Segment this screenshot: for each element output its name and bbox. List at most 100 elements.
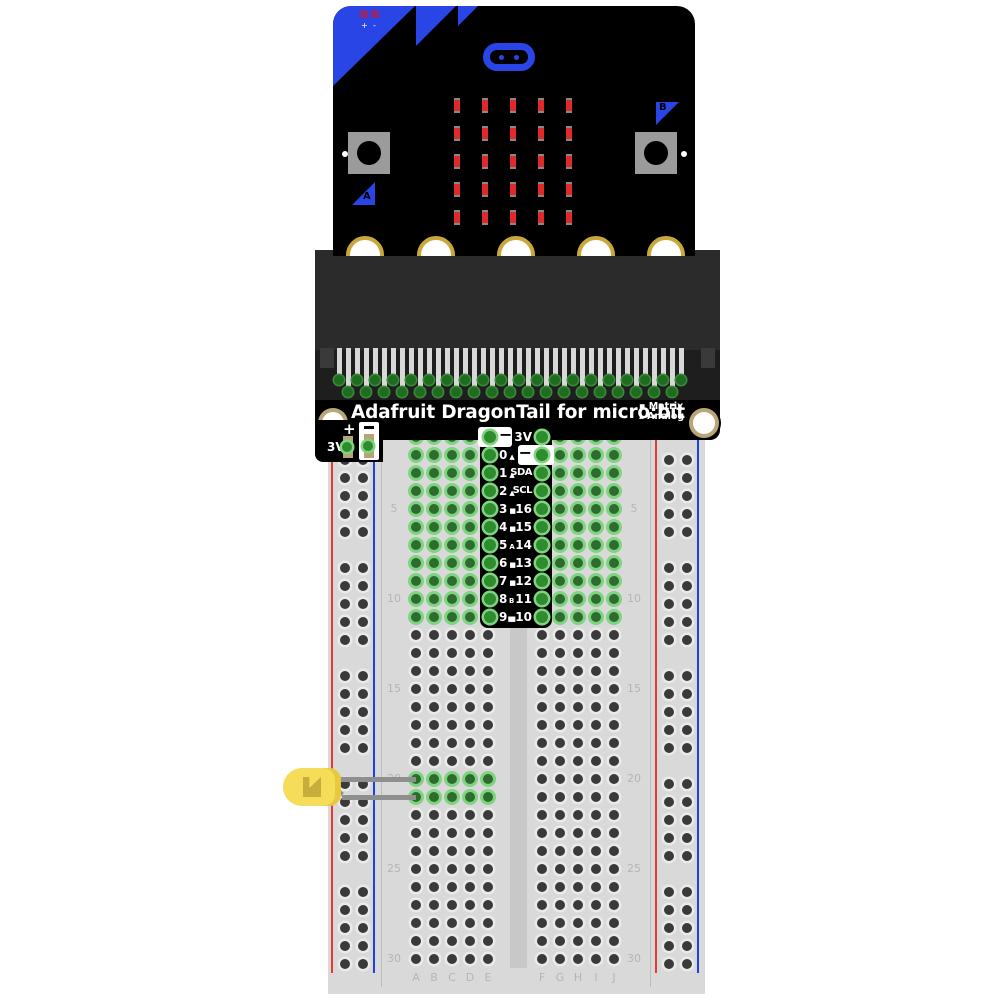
right-rail-hole-pos-2[interactable] [664, 491, 674, 501]
hole-e13[interactable] [483, 648, 493, 658]
left-rail-hole-neg-21[interactable] [358, 905, 368, 915]
left-rail-hole-neg-16[interactable] [358, 797, 368, 807]
edge-pad-0[interactable] [346, 236, 384, 256]
hole-c19[interactable] [447, 756, 457, 766]
hole-g16[interactable] [555, 702, 565, 712]
hole-h18[interactable] [573, 738, 583, 748]
hole-c12[interactable] [447, 630, 457, 640]
hole-h20[interactable] [573, 774, 583, 784]
hole-b25[interactable] [429, 864, 439, 874]
gpio-right-pin-7[interactable] [536, 557, 548, 569]
hole-e14[interactable] [483, 666, 493, 676]
hole-i30[interactable] [591, 954, 601, 964]
gpio-left-pin-6[interactable] [484, 539, 496, 551]
left-rail-hole-pos-24[interactable] [340, 959, 350, 969]
left-rail-hole-neg-10[interactable] [358, 671, 368, 681]
hole-g9[interactable] [555, 576, 565, 586]
hole-f20[interactable] [537, 774, 547, 784]
hole-d23[interactable] [465, 828, 475, 838]
hole-h16[interactable] [573, 702, 583, 712]
hole-i4[interactable] [591, 486, 601, 496]
left-rail-hole-neg-8[interactable] [358, 617, 368, 627]
hole-c15[interactable] [447, 684, 457, 694]
hole-d24[interactable] [465, 846, 475, 856]
hole-g19[interactable] [555, 756, 565, 766]
gpio-left-pin-9[interactable] [484, 593, 496, 605]
hole-j22[interactable] [609, 810, 619, 820]
hole-g6[interactable] [555, 522, 565, 532]
hole-d16[interactable] [465, 702, 475, 712]
hole-g24[interactable] [555, 846, 565, 856]
right-rail-hole-neg-18[interactable] [682, 833, 692, 843]
hole-c5[interactable] [447, 504, 457, 514]
hole-j23[interactable] [609, 828, 619, 838]
hole-g12[interactable] [555, 630, 565, 640]
button-a[interactable] [348, 132, 390, 174]
left-rail-hole-neg-12[interactable] [358, 707, 368, 717]
right-rail-hole-neg-12[interactable] [682, 707, 692, 717]
hole-d2[interactable] [465, 450, 475, 460]
hole-d3[interactable] [465, 468, 475, 478]
edge-pad-1[interactable] [417, 236, 455, 256]
hole-a11[interactable] [411, 612, 421, 622]
hole-g26[interactable] [555, 882, 565, 892]
power-plus-pin[interactable] [342, 436, 353, 458]
left-rail-hole-pos-6[interactable] [340, 581, 350, 591]
left-rail-hole-neg-9[interactable] [358, 635, 368, 645]
left-rail-hole-pos-1[interactable] [340, 473, 350, 483]
hole-j13[interactable] [609, 648, 619, 658]
hole-d7[interactable] [465, 540, 475, 550]
left-rail-hole-neg-4[interactable] [358, 527, 368, 537]
hole-j17[interactable] [609, 720, 619, 730]
hole-e21[interactable] [483, 792, 493, 802]
hole-e12[interactable] [483, 630, 493, 640]
hole-d30[interactable] [465, 954, 475, 964]
left-rail-hole-pos-2[interactable] [340, 491, 350, 501]
right-rail-hole-neg-6[interactable] [682, 581, 692, 591]
hole-i20[interactable] [591, 774, 601, 784]
hole-a6[interactable] [411, 522, 421, 532]
left-rail-hole-pos-10[interactable] [340, 671, 350, 681]
gpio-left-pin-8[interactable] [484, 575, 496, 587]
hole-c8[interactable] [447, 558, 457, 568]
hole-j3[interactable] [609, 468, 619, 478]
hole-i2[interactable] [591, 450, 601, 460]
hole-c23[interactable] [447, 828, 457, 838]
hole-h24[interactable] [573, 846, 583, 856]
left-rail-hole-neg-19[interactable] [358, 851, 368, 861]
left-rail-hole-pos-23[interactable] [340, 941, 350, 951]
hole-d5[interactable] [465, 504, 475, 514]
hole-f13[interactable] [537, 648, 547, 658]
hole-i13[interactable] [591, 648, 601, 658]
hole-f19[interactable] [537, 756, 547, 766]
hole-j24[interactable] [609, 846, 619, 856]
edge-pad-gnd[interactable] [647, 236, 685, 256]
gpio-right-pin-9[interactable] [536, 593, 548, 605]
hole-h10[interactable] [573, 594, 583, 604]
hole-i29[interactable] [591, 936, 601, 946]
gpio-right-pin-3[interactable] [536, 485, 548, 497]
hole-h5[interactable] [573, 504, 583, 514]
hole-c25[interactable] [447, 864, 457, 874]
hole-b4[interactable] [429, 486, 439, 496]
right-rail-hole-pos-16[interactable] [664, 797, 674, 807]
hole-f26[interactable] [537, 882, 547, 892]
hole-d13[interactable] [465, 648, 475, 658]
edge-pad-2[interactable] [497, 236, 535, 256]
right-rail-hole-pos-15[interactable] [664, 779, 674, 789]
left-rail-hole-neg-24[interactable] [358, 959, 368, 969]
hole-g22[interactable] [555, 810, 565, 820]
left-rail-hole-pos-7[interactable] [340, 599, 350, 609]
right-rail-hole-neg-3[interactable] [682, 509, 692, 519]
hole-i28[interactable] [591, 918, 601, 928]
hole-g5[interactable] [555, 504, 565, 514]
hole-j11[interactable] [609, 612, 619, 622]
hole-g30[interactable] [555, 954, 565, 964]
hole-j19[interactable] [609, 756, 619, 766]
left-rail-hole-pos-4[interactable] [340, 527, 350, 537]
left-rail-hole-pos-15[interactable] [340, 779, 350, 789]
hole-e26[interactable] [483, 882, 493, 892]
left-rail-hole-neg-17[interactable] [358, 815, 368, 825]
hole-f12[interactable] [537, 630, 547, 640]
left-rail-hole-pos-22[interactable] [340, 923, 350, 933]
